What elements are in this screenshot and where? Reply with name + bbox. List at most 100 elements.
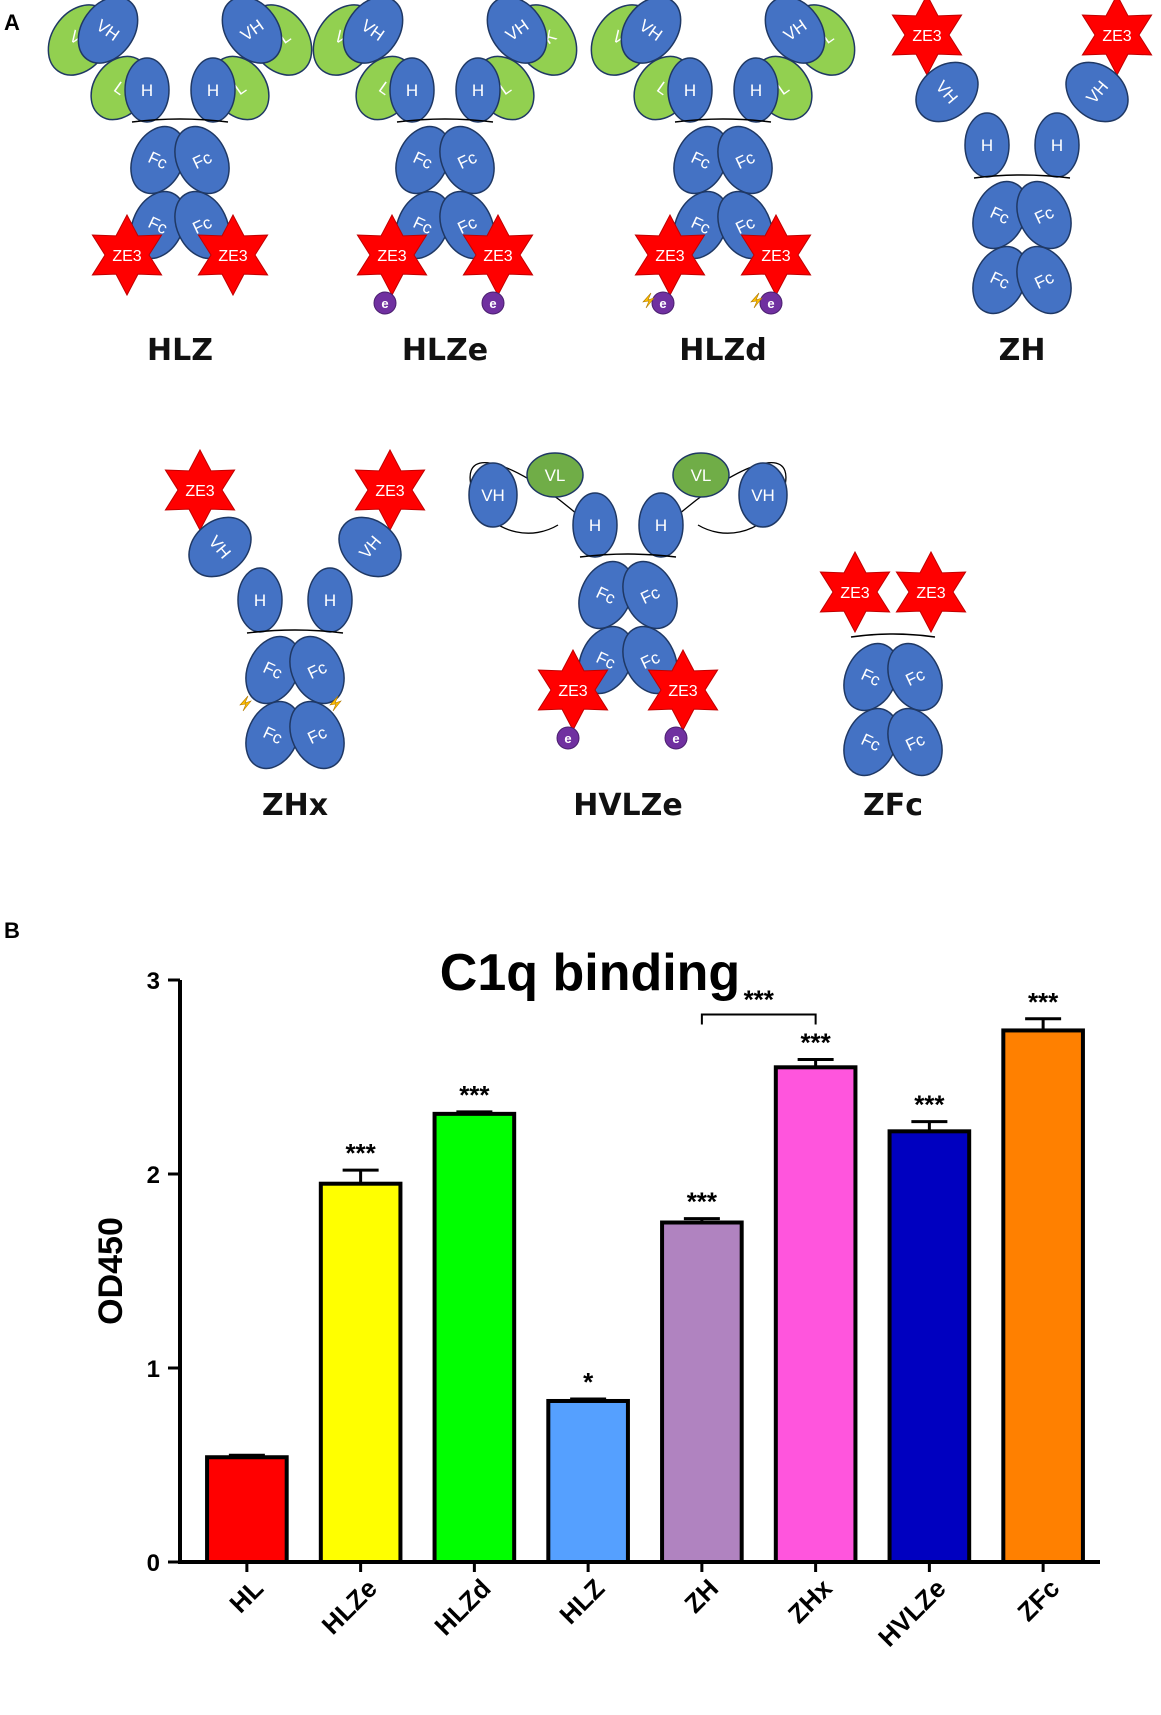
x-tick-label-hlzd: HLZd — [428, 1573, 496, 1641]
zh-h-left-label: H — [981, 136, 993, 155]
hlz-ze3-right-shape — [197, 213, 269, 297]
zhx-fc-upper-right-shape — [289, 635, 345, 705]
hvlze-vh-right-label: VH — [751, 486, 775, 505]
hvlze-e-left-label: e — [564, 731, 571, 746]
significance-hlze: *** — [345, 1138, 376, 1168]
hvlze-ze3-right-label: ZE3 — [668, 683, 697, 700]
zh-fc-upper-right-shape — [1016, 180, 1072, 250]
hlze-h-right-label: H — [472, 81, 484, 100]
x-tick-label-zh: ZH — [678, 1573, 724, 1619]
hvlze-h-left-shape — [572, 492, 618, 558]
hlz-h-left-label: H — [141, 81, 153, 100]
hlzd-ze3-left-label: ZE3 — [655, 248, 684, 265]
construct-name-zfc: ZFc — [863, 788, 923, 823]
hlz-h-left-shape — [124, 57, 170, 123]
significance-zfc: *** — [1028, 987, 1059, 1017]
y-axis-label: OD450 — [92, 1217, 130, 1325]
construct-name-hvlze: HVLZe — [573, 788, 683, 823]
hvlze-fc-upper-right-shape — [622, 560, 678, 630]
zhx-bolt-left — [239, 695, 252, 712]
hlzd-h-left-shape — [667, 57, 713, 123]
hlze-h-left-shape — [389, 57, 435, 123]
hvlze-h-left-label: H — [589, 516, 601, 535]
chart-title: C1q binding — [440, 944, 740, 1002]
hvlze-h-right-shape — [638, 492, 684, 558]
bar-zh — [660, 1220, 744, 1564]
hlzd-vh-right-shape — [764, 0, 826, 64]
hlze-e-right-shape — [481, 291, 505, 315]
bar-hvlze — [887, 1129, 972, 1564]
hlz-vh-right-shape — [221, 0, 283, 64]
hlzd-fc-upper-right-shape — [717, 125, 773, 195]
zfc-ze3-right-shape — [895, 550, 967, 634]
hinge-bridge — [973, 174, 1071, 179]
hvlze-vl-left-label: VL — [545, 466, 566, 485]
hlzd-vh-left-shape — [620, 0, 682, 64]
hvlze-e-right-label: e — [672, 731, 679, 746]
hvlze-vl-right-shape — [672, 452, 730, 498]
hvlze-vh-left-label: VH — [481, 486, 505, 505]
hinge-bridge — [131, 118, 229, 123]
zh-vh-left-shape — [915, 61, 979, 123]
construct-hlze: VLVKLLVHVHHHFcFcFcFcZE3ZE3eeHLZe — [312, 0, 578, 368]
panel-b-letter: B — [4, 918, 20, 943]
significance-zh: *** — [687, 1187, 718, 1217]
hlzd-bolt-left — [642, 292, 655, 309]
hlz-ze3-right-label: ZE3 — [218, 248, 247, 265]
zfc-ze3-left-label: ZE3 — [840, 585, 869, 602]
x-tick-label-hvlze: HVLZe — [872, 1573, 951, 1652]
hlzd-bolt-right — [750, 292, 763, 309]
bar-hlze — [318, 1181, 403, 1564]
hlzd-ze3-right-label: ZE3 — [761, 248, 790, 265]
panel-a-letter: A — [4, 10, 20, 35]
zh-fc-lower-right-shape — [1016, 245, 1072, 315]
hvlze-ze3-left-label: ZE3 — [558, 683, 587, 700]
zfc-ze3-left-shape — [819, 550, 891, 634]
zhx-fc-lower-right-shape — [289, 700, 345, 770]
hlzd-e-right-label: e — [767, 296, 774, 311]
hvlze-e-right-shape — [664, 726, 688, 750]
zhx-ze3-right-label: ZE3 — [375, 483, 404, 500]
construct-name-zhx: ZHx — [262, 788, 328, 823]
hlz-h-right-shape — [190, 57, 236, 123]
x-tick-label-hlze: HLZe — [316, 1573, 383, 1640]
zfc-ze3-right-label: ZE3 — [916, 585, 945, 602]
hvlze-e-left-shape — [556, 726, 580, 750]
zh-ze3-right-label: ZE3 — [1102, 28, 1131, 45]
x-tick-label-hl: HL — [223, 1573, 269, 1619]
hlze-e-left-label: e — [381, 296, 388, 311]
hlzd-e-left-label: e — [659, 296, 666, 311]
construct-name-zh: ZH — [999, 333, 1046, 368]
hlze-h-left-label: H — [406, 81, 418, 100]
zhx-vh-left-shape — [188, 516, 252, 578]
zhx-vh-right-shape — [338, 516, 402, 578]
x-tick-label-zhx: ZHx — [782, 1573, 838, 1629]
zfc-fc-lower-right-shape — [887, 707, 943, 777]
hlze-h-right-shape — [455, 57, 501, 123]
construct-name-hlz: HLZ — [147, 333, 213, 368]
hlzd-e-left-shape — [651, 291, 675, 315]
significance-zhx: *** — [800, 1028, 831, 1058]
significance-hlz: * — [583, 1367, 594, 1397]
bar-hlzd — [432, 1111, 517, 1565]
bar-hl — [205, 1455, 289, 1564]
zhx-h-right-label: H — [324, 591, 336, 610]
hlzd-e-right-shape — [759, 291, 783, 315]
hlz-fc-upper-right-shape — [174, 125, 230, 195]
hlze-vh-left-shape — [342, 0, 404, 64]
hinge-bridge — [850, 633, 936, 638]
x-tick-label-hlz: HLZ — [553, 1573, 610, 1630]
zh-h-right-label: H — [1051, 136, 1063, 155]
y-tick-label: 3 — [147, 968, 160, 995]
hvlze-vl-left-shape — [526, 452, 584, 498]
construct-name-hlze: HLZe — [402, 333, 488, 368]
significance-hlzd: *** — [459, 1080, 490, 1110]
y-tick-label: 0 — [147, 1550, 160, 1577]
hlzd-h-left-label: H — [684, 81, 696, 100]
hlz-ze3-left-shape — [91, 213, 163, 297]
